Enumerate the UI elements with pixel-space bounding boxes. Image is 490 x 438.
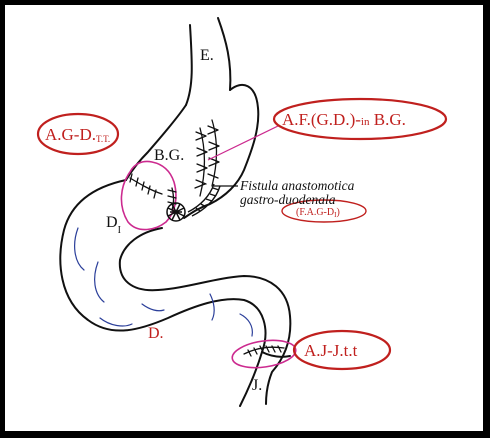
mucosa-line [94, 261, 105, 303]
suture-line [129, 177, 163, 195]
duodenum-first-label: DI [106, 214, 121, 236]
fagd-close: ) [336, 207, 339, 218]
mucosa-line [141, 303, 165, 312]
anatomy-diagram: E. B.G. DI J. D. A.G-D.T.T. A.F.(G.D.)-i… [36, 17, 448, 407]
afgd-tail: B.G. [369, 110, 405, 129]
fagd-text: (F.A.G-D [296, 207, 334, 218]
fistula-tract [187, 183, 221, 217]
stomach-inner-wall [125, 104, 187, 181]
jejunum-wall-detail [261, 351, 291, 358]
esophagus-right-wall [217, 17, 232, 91]
fistula-stitching [207, 125, 220, 179]
ajj-callout-text: A.J-J.t.t [304, 341, 358, 360]
anatomy-labels: E. B.G. DI J. [106, 47, 262, 394]
stomach-label: B.G. [154, 147, 184, 164]
fistula-stitching [194, 131, 208, 189]
suture-line [171, 187, 175, 211]
duodenum-first-sub: I [118, 225, 121, 236]
fistula-tract-wall [187, 183, 215, 213]
fagd-sub: I [334, 211, 337, 219]
callout-ellipses [36, 97, 448, 371]
agd-callout-ellipse [36, 112, 120, 156]
fistula-label-line2: gastro-duodenala [240, 192, 336, 207]
fistula-tract-hatch [195, 187, 220, 212]
fistula-annotation: Fistula anastomotica gastro-duodenala [239, 178, 355, 207]
diagram-canvas: E. B.G. DI J. D. A.G-D.T.T. A.F.(G.D.)-i… [5, 5, 483, 431]
duodenum-first-letter: D [106, 214, 118, 231]
agd-text: A.G-D. [45, 125, 96, 144]
knot-circle [166, 202, 186, 222]
agd-callout-text: A.G-D.T.T. [45, 125, 110, 144]
ajj-callout-ellipse [292, 329, 392, 371]
mucosa-line [209, 293, 215, 321]
duodenum-label: D. [148, 325, 164, 342]
jejunum-label: J. [252, 377, 262, 394]
jejunal-suture [243, 346, 285, 355]
esophagus-label: E. [200, 47, 214, 64]
mucosa-line [239, 313, 253, 337]
duodenum-inner-wall [118, 227, 292, 405]
jejunal-suture [247, 345, 282, 357]
jejunal-anastomosis-outline [231, 339, 297, 369]
fagd-callout-ellipse [281, 199, 367, 223]
afgd-small: in [361, 116, 370, 128]
agd-sub: T.T. [96, 134, 110, 144]
anastomosis-knot [166, 202, 186, 222]
mucosa-line [74, 227, 85, 271]
suture-lines [129, 119, 285, 357]
stomach-outer-wall [183, 83, 260, 219]
pointer-lines [207, 125, 279, 187]
suture-line [129, 173, 157, 199]
duodenum-outer-wall [59, 179, 267, 407]
esophagus-left-wall [185, 24, 193, 106]
fistula-label-line1: Fistula anastomotica [239, 178, 355, 193]
callout-texts: A.G-D.T.T. A.F.(G.D.)-in B.G. (F.A.G-DI)… [45, 110, 406, 360]
afgd-pointer-line [207, 125, 279, 161]
afgd-callout-ellipse [272, 97, 448, 141]
fistula-stitching [211, 119, 218, 187]
fagd-callout-text: (F.A.G-DI) [296, 207, 340, 219]
afgd-callout-text: A.F.(G.D.)-in B.G. [282, 110, 406, 129]
mucosa-lines [74, 227, 253, 337]
mucosa-line [99, 317, 133, 327]
afgd-main: A.F.(G.D.)- [282, 110, 361, 129]
knot-scribble [167, 203, 185, 221]
